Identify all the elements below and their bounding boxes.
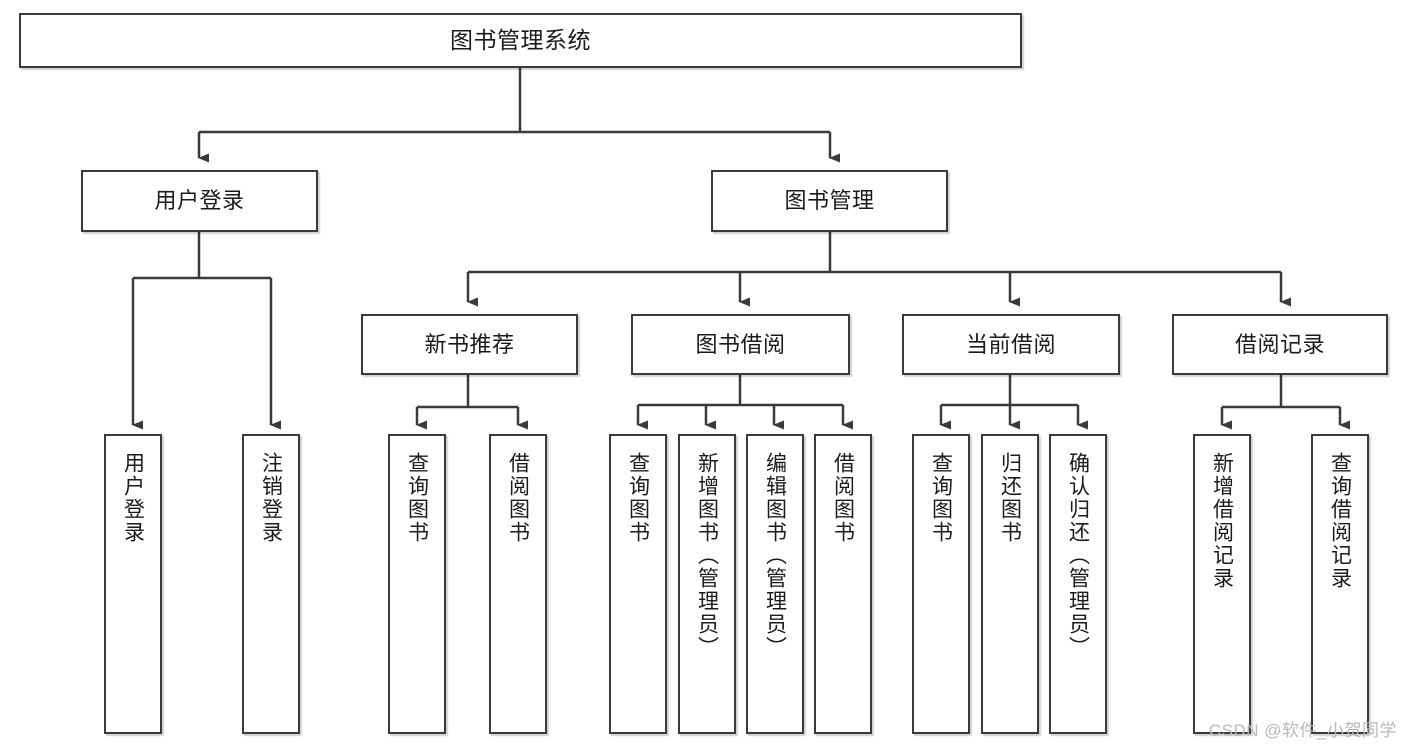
leaf-record-add-label: 新增借阅记录 [1210, 452, 1234, 590]
node-root-label: 图书管理系统 [450, 27, 591, 54]
leaf-user-login[interactable]: 用户登录 [104, 434, 162, 734]
node-borrow-record[interactable]: 借阅记录 [1172, 314, 1388, 375]
leaf-record-query[interactable]: 查询借阅记录 [1311, 434, 1369, 734]
leaf-borrow-edit-book-label: 编辑图书（管理员） [763, 452, 787, 659]
leaf-newbook-borrow-label: 借阅图书 [506, 452, 530, 544]
leaf-record-add[interactable]: 新增借阅记录 [1193, 434, 1251, 734]
node-current-borrow-label: 当前借阅 [965, 331, 1056, 357]
leaf-borrow-add-book-label: 新增图书（管理员） [695, 452, 719, 659]
node-book-management[interactable]: 图书管理 [711, 170, 948, 232]
leaf-borrow-add-book[interactable]: 新增图书（管理员） [678, 434, 736, 734]
node-new-book-recommend[interactable]: 新书推荐 [361, 314, 578, 375]
leaf-user-logout-label: 注销登录 [259, 452, 283, 544]
leaf-newbook-borrow[interactable]: 借阅图书 [489, 434, 547, 734]
leaf-user-logout[interactable]: 注销登录 [242, 434, 300, 734]
leaf-borrow-edit-book[interactable]: 编辑图书（管理员） [746, 434, 804, 734]
node-book-borrow-label: 图书借阅 [695, 331, 786, 357]
leaf-borrow-query-label: 查询图书 [626, 452, 650, 544]
leaf-current-return[interactable]: 归还图书 [981, 434, 1039, 734]
leaf-newbook-query[interactable]: 查询图书 [388, 434, 446, 734]
watermark: CSDN @软件_小贺同学 [1208, 721, 1397, 740]
leaf-current-confirm-return-label: 确认归还（管理员） [1066, 452, 1090, 659]
node-user-login-label: 用户登录 [154, 188, 245, 214]
leaf-borrow-borrow-book[interactable]: 借阅图书 [814, 434, 872, 734]
leaf-borrow-query[interactable]: 查询图书 [609, 434, 667, 734]
node-current-borrow[interactable]: 当前借阅 [902, 314, 1120, 375]
leaf-current-confirm-return[interactable]: 确认归还（管理员） [1049, 434, 1107, 734]
node-user-login[interactable]: 用户登录 [81, 170, 318, 232]
leaf-newbook-query-label: 查询图书 [405, 452, 429, 544]
node-new-book-recommend-label: 新书推荐 [424, 331, 515, 357]
node-book-borrow[interactable]: 图书借阅 [631, 314, 850, 375]
leaf-record-query-label: 查询借阅记录 [1328, 452, 1352, 590]
leaf-current-query-label: 查询图书 [929, 452, 953, 544]
leaf-current-query[interactable]: 查询图书 [912, 434, 970, 734]
leaf-user-login-label: 用户登录 [121, 452, 145, 544]
node-root[interactable]: 图书管理系统 [19, 13, 1022, 68]
leaf-current-return-label: 归还图书 [998, 452, 1022, 544]
node-borrow-record-label: 借阅记录 [1234, 331, 1325, 357]
leaf-borrow-borrow-book-label: 借阅图书 [831, 452, 855, 544]
node-book-management-label: 图书管理 [784, 188, 875, 214]
